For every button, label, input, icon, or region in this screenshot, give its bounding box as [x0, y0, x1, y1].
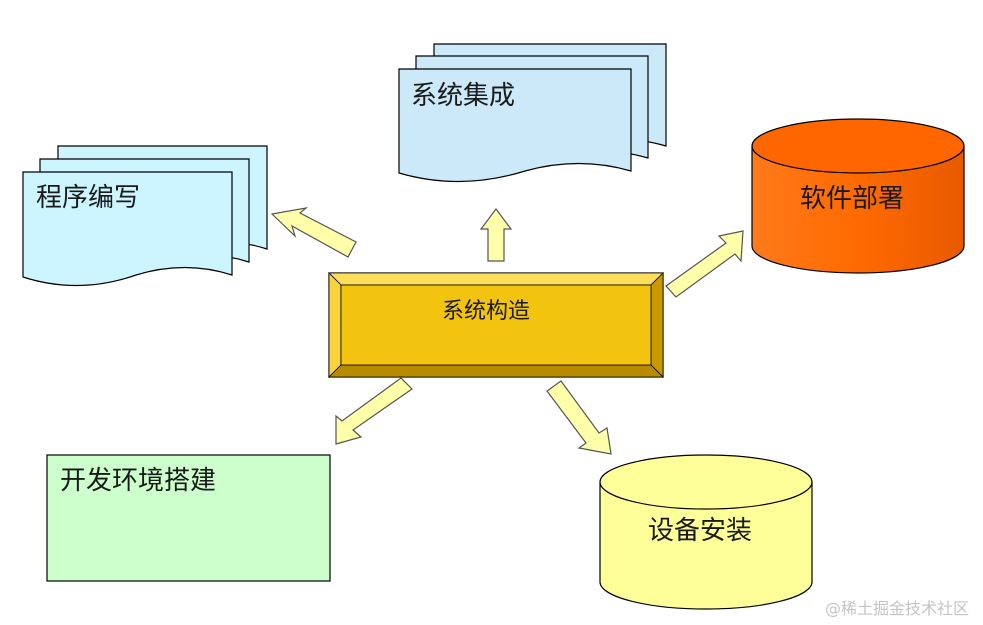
document-stack-shape: [22, 171, 233, 287]
node-label-integration: 系统集成: [411, 81, 515, 111]
arrow-to-integration: [479, 208, 513, 262]
document-stack-shape: [398, 68, 632, 183]
node-device-installation: 设备安装: [599, 454, 813, 610]
node-label-programming: 程序编写: [36, 183, 140, 213]
arrow-to-deployment: [665, 230, 744, 298]
node-label-deployment: 软件部署: [800, 184, 904, 214]
node-system-integration: 系统集成: [398, 43, 667, 183]
node-environment-setup: 开发环境搭建: [46, 454, 331, 582]
node-label-environment: 开发环境搭建: [60, 466, 216, 496]
center-node-system-construction: 系统构造: [328, 272, 664, 378]
node-label-installation: 设备安装: [648, 516, 752, 546]
node-software-deployment: 软件部署: [751, 118, 965, 274]
center-label: 系统构造: [442, 299, 530, 324]
node-programming: 程序编写: [22, 145, 268, 287]
watermark-text: @稀土掘金技术社区: [824, 599, 969, 618]
arrow-to-installation: [546, 380, 612, 455]
arrow-to-programming: [270, 207, 357, 258]
arrow-to-environment: [335, 377, 413, 445]
